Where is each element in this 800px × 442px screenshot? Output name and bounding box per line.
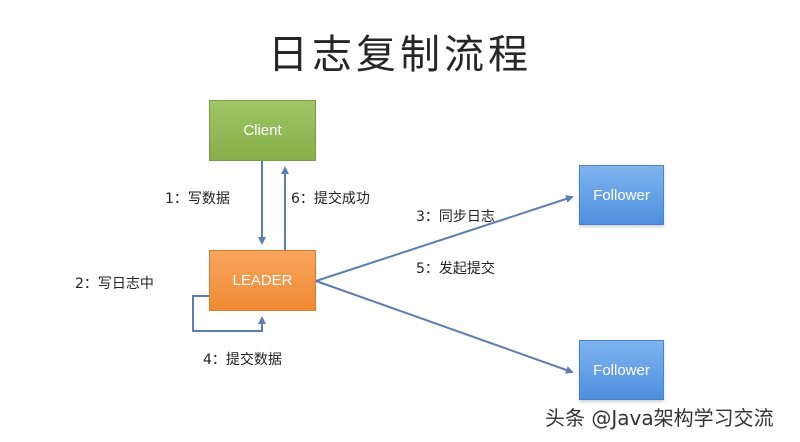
label-write-log: 2：写日志中 [75,276,154,292]
diagram-title: 日志复制流程 [268,32,532,78]
leader-node: LEADER [209,250,316,311]
arrow-leader-self-loop [192,295,266,332]
label-sync-log: 3：同步日志 [416,209,495,225]
follower-node-1: Follower [579,165,664,225]
watermark: 头条 @Java架构学习交流 [545,406,774,430]
client-label: Client [243,122,282,139]
follower-node-2: Follower [579,340,664,400]
label-write-data: 1：写数据 [165,191,230,207]
leader-label: LEADER [232,272,293,289]
follower-1-label: Follower [593,186,650,204]
arrow-leader-to-follower-1 [315,195,574,282]
label-initiate-commit: 5：发起提交 [416,261,495,277]
label-commit-data: 4：提交数据 [203,352,282,368]
follower-2-label: Follower [593,361,650,379]
arrow-leader-to-follower-2 [315,280,574,374]
client-node: Client [209,100,316,161]
label-commit-success: 6：提交成功 [291,191,370,207]
